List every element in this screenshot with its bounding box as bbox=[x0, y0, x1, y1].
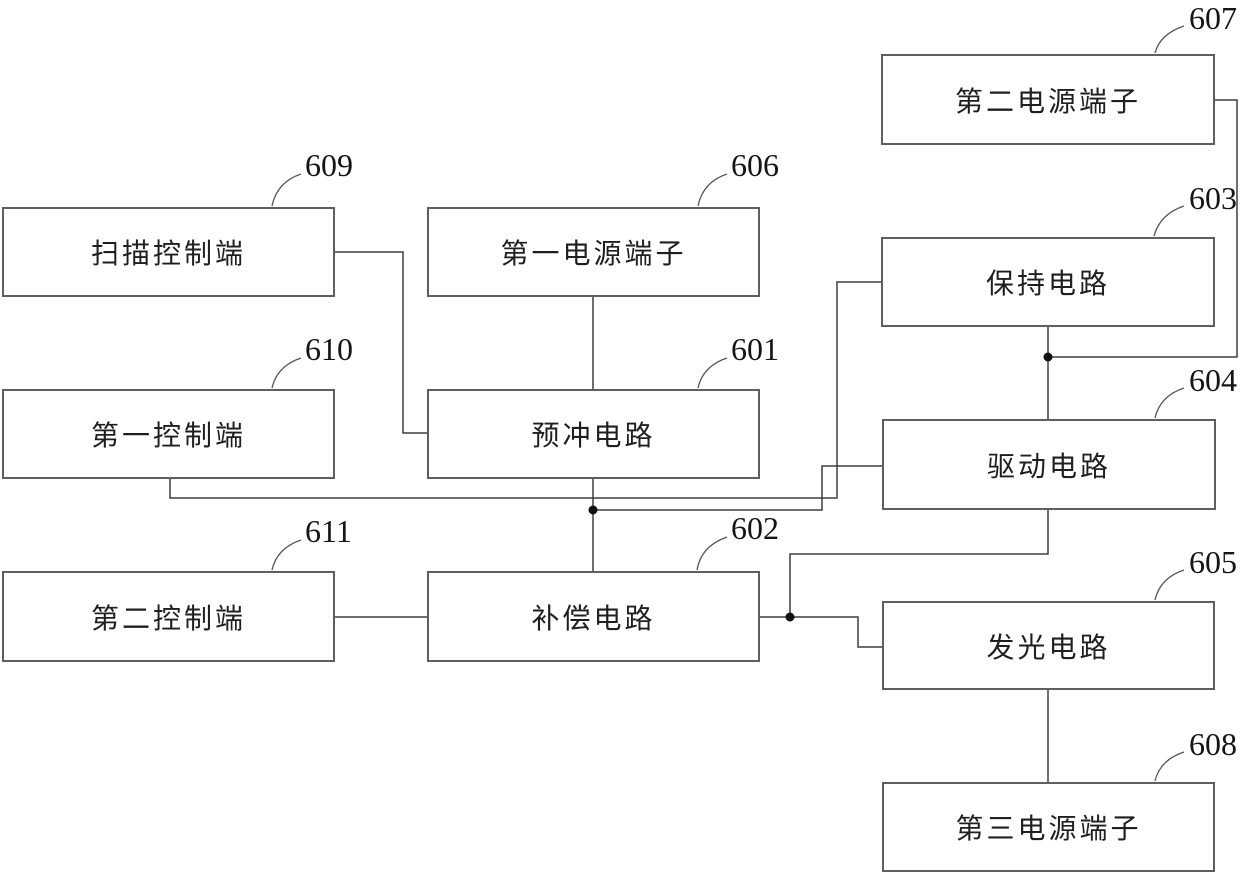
box-compensation-circuit: 补偿电路 bbox=[427, 571, 760, 662]
leader-601 bbox=[697, 357, 728, 389]
leader-610 bbox=[271, 357, 302, 389]
box-label-first-control-terminal: 第一控制端 bbox=[90, 419, 246, 452]
box-precharge-circuit: 预冲电路 bbox=[427, 389, 760, 479]
box-third-power-terminal: 第三电源端子 bbox=[882, 782, 1215, 872]
box-second-power-terminal: 第二电源端子 bbox=[881, 54, 1215, 145]
ref-label-602: 602 bbox=[731, 510, 779, 546]
ref-label-610: 610 bbox=[305, 331, 353, 367]
box-second-control-terminal: 第二控制端 bbox=[2, 571, 335, 662]
leader-603 bbox=[1153, 205, 1185, 237]
box-label-precharge-circuit: 预冲电路 bbox=[531, 419, 656, 452]
leader-604 bbox=[1154, 387, 1185, 419]
leader-607 bbox=[1154, 25, 1185, 54]
box-label-second-power-terminal: 第二电源端子 bbox=[954, 84, 1141, 118]
junction-dot-precharge bbox=[588, 505, 598, 515]
leader-609 bbox=[271, 173, 302, 207]
box-label-second-control-terminal: 第二控制端 bbox=[90, 601, 246, 635]
ref-label-604: 604 bbox=[1189, 362, 1237, 398]
leader-608 bbox=[1154, 751, 1185, 782]
box-label-third-power-terminal: 第三电源端子 bbox=[955, 812, 1142, 845]
box-first-power-terminal: 第一电源端子 bbox=[427, 207, 760, 297]
box-label-scan-control-terminal: 扫描控制端 bbox=[90, 237, 246, 270]
leader-602 bbox=[696, 536, 728, 571]
ref-label-605: 605 bbox=[1189, 544, 1237, 580]
wire-secondpower-to-hold-drive-node bbox=[1048, 99, 1238, 358]
box-label-light-emitting-circuit: 发光电路 bbox=[986, 630, 1111, 664]
wire-compensation-to-light bbox=[760, 616, 882, 648]
ref-label-608: 608 bbox=[1189, 726, 1237, 762]
box-first-control-terminal: 第一控制端 bbox=[2, 389, 335, 479]
wire-compensation-node-to-drive-bottom bbox=[789, 510, 1049, 617]
leader-605 bbox=[1154, 569, 1185, 601]
ref-label-606: 606 bbox=[731, 147, 779, 183]
ref-label-609: 609 bbox=[305, 147, 353, 183]
junction-dot-hold-drive bbox=[1043, 352, 1053, 362]
box-label-compensation-circuit: 补偿电路 bbox=[531, 601, 656, 635]
box-light-emitting-circuit: 发光电路 bbox=[882, 601, 1215, 690]
leader-611 bbox=[271, 539, 302, 571]
box-hold-circuit: 保持电路 bbox=[881, 237, 1215, 327]
ref-label-607: 607 bbox=[1189, 0, 1237, 36]
wire-precharge-node-to-drive bbox=[593, 465, 882, 511]
leader-606 bbox=[697, 173, 728, 207]
ref-label-603: 603 bbox=[1189, 180, 1237, 216]
wire-firstcontrol-to-hold bbox=[169, 281, 881, 499]
box-label-drive-circuit: 驱动电路 bbox=[986, 449, 1111, 483]
junction-dot-compensation bbox=[785, 612, 795, 622]
box-label-hold-circuit: 保持电路 bbox=[985, 267, 1110, 300]
box-drive-circuit: 驱动电路 bbox=[882, 419, 1216, 510]
ref-label-611: 611 bbox=[305, 513, 352, 549]
ref-label-601: 601 bbox=[731, 331, 779, 367]
box-scan-control-terminal: 扫描控制端 bbox=[2, 207, 335, 297]
wire-scan-to-precharge bbox=[335, 251, 427, 434]
box-label-first-power-terminal: 第一电源端子 bbox=[500, 237, 687, 270]
